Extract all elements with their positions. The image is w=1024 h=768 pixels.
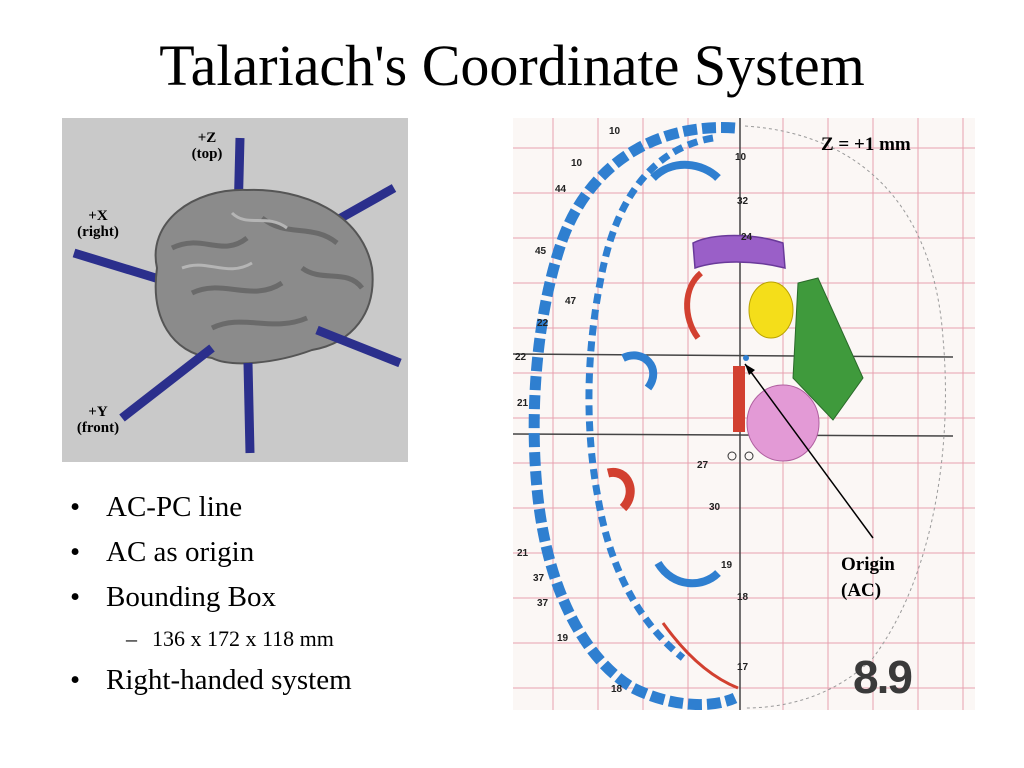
- globus-pallidus: [746, 384, 820, 462]
- right-hemisphere-outline: [744, 125, 946, 709]
- area-number: 18: [737, 592, 749, 603]
- area-number: 19: [557, 633, 569, 644]
- ac-line: [513, 353, 954, 358]
- origin-point: [743, 355, 749, 361]
- mammillary-right: [744, 451, 754, 461]
- red-fibers: [661, 622, 739, 690]
- area-number: 10: [571, 158, 583, 169]
- y-axis-bar-front: [119, 344, 215, 422]
- bullet-item: Right-handed system: [70, 658, 490, 703]
- area-number: 17: [737, 662, 749, 673]
- bullet-list: AC-PC line AC as origin Bounding Box 136…: [70, 485, 490, 703]
- brain-gyri: [170, 215, 364, 331]
- caudate-nucleus: [748, 281, 794, 339]
- area-number: 37: [533, 573, 545, 584]
- red-area-left: [606, 467, 635, 512]
- axis-label-y: +Y (front): [68, 404, 128, 436]
- atlas-slice-figure: 10 10 44 45 47 22 22 21 21 37 37 19 18 1…: [513, 118, 975, 710]
- axis-label-y-text: +Y (front): [76, 404, 120, 436]
- caudate-red-stripe: [684, 270, 704, 340]
- sub-bullet-item: 136 x 172 x 118 mm: [70, 620, 490, 658]
- atlas-grid: [513, 118, 975, 710]
- brain-axes-graphic: [72, 137, 402, 454]
- axis-label-z-text: +Z (top): [191, 130, 223, 162]
- area-number: 22: [537, 318, 549, 329]
- corpus-callosum: [692, 234, 786, 270]
- area-number: 45: [535, 246, 547, 257]
- area-number: 27: [697, 460, 709, 471]
- origin-label: Origin (AC): [841, 554, 895, 601]
- area-number: 44: [555, 184, 567, 195]
- mammillary-left: [727, 451, 737, 461]
- z-axis-bar-bottom: [243, 362, 255, 454]
- brain-highlights: [181, 211, 288, 271]
- z-coordinate-label: Z = +1 mm: [821, 134, 911, 155]
- cortex-folds: [621, 160, 721, 588]
- slide-title: Talariach's Coordinate System: [159, 33, 865, 98]
- bullet-item: AC-PC line: [70, 485, 490, 530]
- atlas-slice-graphic: [513, 118, 975, 710]
- cortex-outer: [528, 122, 738, 710]
- area-number: 47: [565, 296, 577, 307]
- area-number: 10: [609, 126, 621, 137]
- area-number: 21: [517, 398, 529, 409]
- area-number: 18: [611, 684, 623, 695]
- axis-label-x: +X (right): [68, 208, 128, 240]
- area-number: 10: [735, 152, 747, 163]
- fornix-red: [733, 366, 745, 432]
- area-number: 32: [737, 196, 749, 207]
- axis-label-z: +Z (top): [182, 130, 232, 162]
- x-axis-bar-right: [315, 325, 402, 368]
- area-number: 24: [741, 232, 753, 243]
- axis-label-x-text: +X (right): [77, 208, 119, 240]
- putamen: [792, 277, 864, 421]
- bullet-item: AC as origin: [70, 530, 490, 575]
- area-number: 19: [721, 560, 733, 571]
- area-number: 37: [537, 598, 549, 609]
- area-number: 21: [517, 548, 529, 559]
- brain-axes-figure: +Z (top) +X (right) +Y (front): [62, 118, 408, 462]
- bullet-item: Bounding Box: [70, 575, 490, 620]
- cortex-inner: [585, 134, 714, 661]
- plate-number: 8.9: [853, 651, 913, 703]
- origin-pointer-head: [745, 364, 755, 375]
- area-number: 30: [709, 502, 721, 513]
- pc-line: [513, 433, 954, 437]
- area-number: 22: [515, 352, 527, 363]
- origin-pointer: [744, 363, 874, 539]
